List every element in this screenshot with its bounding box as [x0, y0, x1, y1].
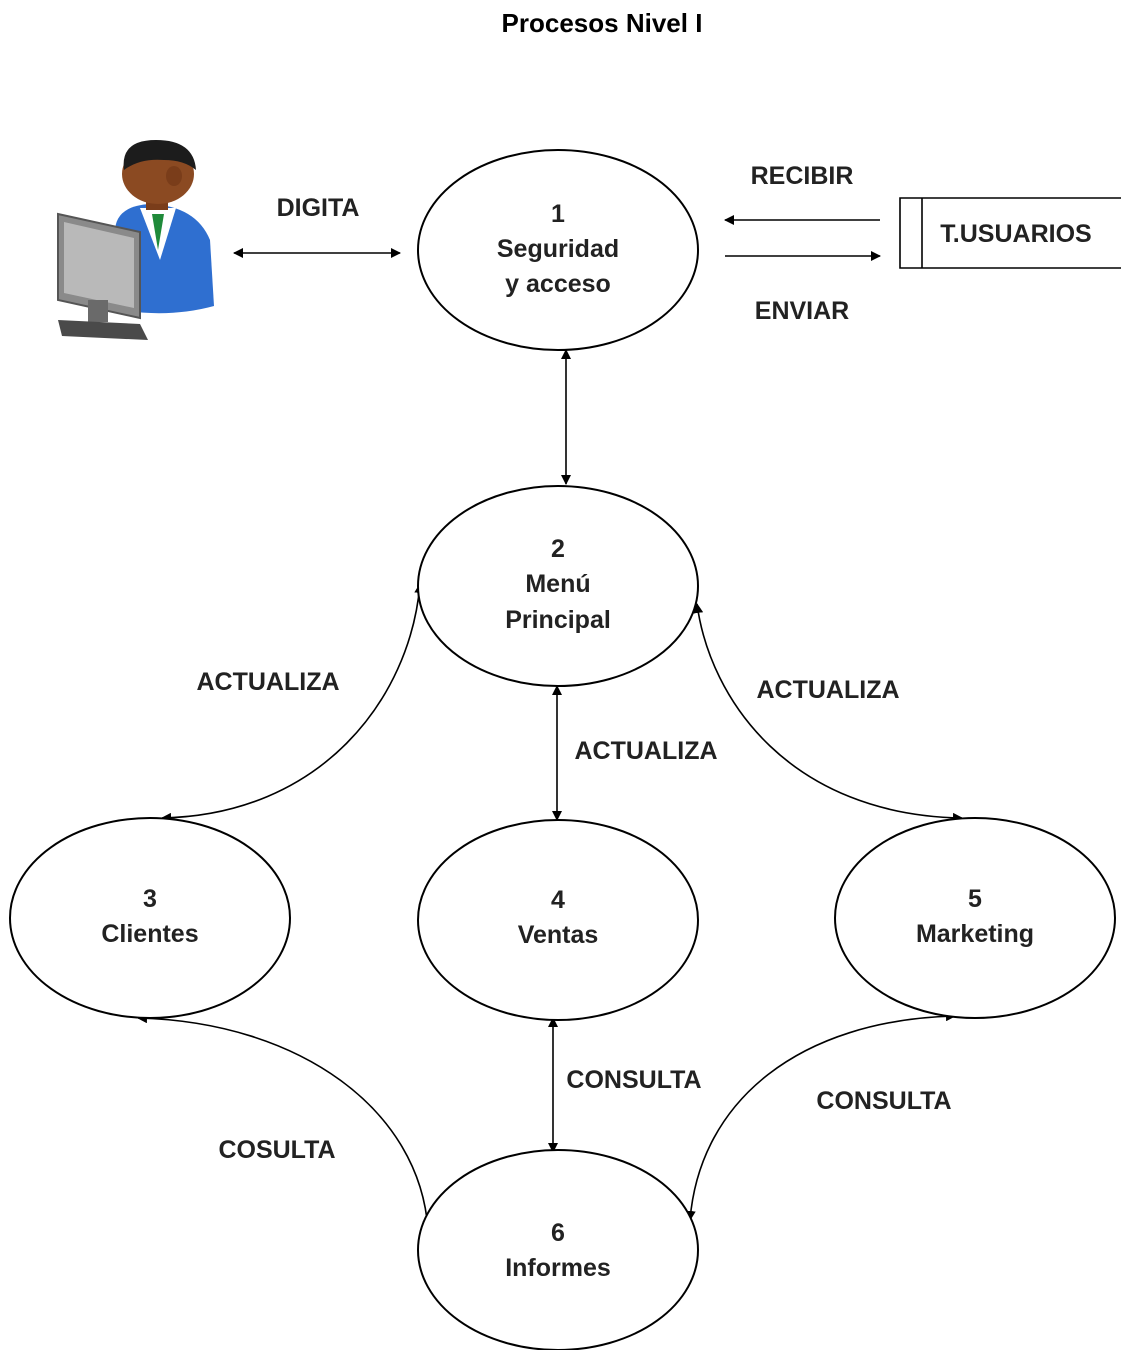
process-6-name: Informes [505, 1254, 611, 1282]
process-3-number: 3 [143, 885, 157, 913]
flow-p2-p5 [693, 603, 963, 823]
data-store-t-usuarios: T.USUARIOS [899, 197, 1121, 269]
process-1-name-line1: Seguridad [497, 235, 619, 263]
process-5-number: 5 [968, 885, 982, 913]
process-4-ventas: 4 Ventas [417, 819, 699, 1021]
flow-label-recibir: RECIBIR [751, 162, 854, 190]
flow-p2-p3 [161, 583, 425, 823]
process-2-menu-principal: 2 Menú Principal [417, 485, 699, 687]
process-3-clientes: 3 Clientes [9, 817, 291, 1019]
process-4-name: Ventas [518, 921, 599, 949]
flow-label-actualiza-clientes: ACTUALIZA [196, 668, 339, 696]
process-5-name: Marketing [916, 920, 1034, 948]
user-at-computer-icon [57, 140, 214, 340]
process-6-informes: 6 Informes [417, 1149, 699, 1350]
process-1-number: 1 [551, 200, 565, 228]
flow-label-consulta-ventas: CONSULTA [566, 1066, 701, 1094]
process-1-name-line2: y acceso [505, 270, 611, 298]
process-4-number: 4 [551, 886, 565, 914]
flow-label-cosulta-clientes: COSULTA [218, 1136, 335, 1164]
flow-label-actualiza-ventas: ACTUALIZA [574, 737, 717, 765]
process-1-seguridad-y-acceso: 1 Seguridad y acceso [417, 149, 699, 351]
diagram-title: Procesos Nivel I [502, 8, 703, 38]
flow-p5-p6 [685, 1011, 956, 1221]
process-2-name-line2: Principal [505, 606, 611, 634]
process-5-marketing: 5 Marketing [834, 817, 1116, 1019]
flow-label-actualiza-marketing: ACTUALIZA [756, 676, 899, 704]
process-3-name: Clientes [101, 920, 198, 948]
process-6-number: 6 [551, 1219, 565, 1247]
flow-label-digita: DIGITA [277, 194, 360, 222]
flow-label-consulta-marketing: CONSULTA [816, 1087, 951, 1115]
flow-p3-p6 [137, 1013, 433, 1231]
data-store-label: T.USUARIOS [940, 220, 1091, 248]
process-2-number: 2 [551, 535, 565, 563]
flow-label-enviar: ENVIAR [755, 297, 849, 325]
process-2-name-line1: Menú [525, 570, 590, 598]
